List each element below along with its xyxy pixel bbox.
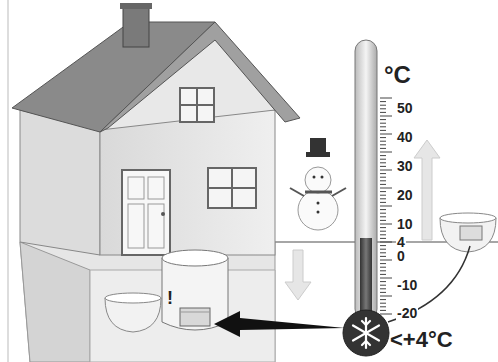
scale-tick — [380, 134, 392, 135]
scale-tick — [380, 116, 392, 117]
scale-tick — [380, 292, 386, 293]
scale-tick — [380, 260, 392, 261]
scale-tick — [380, 155, 386, 156]
scale-tick — [380, 126, 386, 127]
scale-tick — [380, 159, 386, 160]
scale-tick — [380, 130, 386, 131]
scale-tick — [380, 206, 392, 207]
scale-tick — [380, 202, 386, 203]
scale-tick — [380, 220, 386, 221]
scale-tick — [380, 141, 386, 142]
scale-tick — [380, 314, 392, 315]
scale-tick — [380, 166, 386, 167]
scale-number: 40 — [396, 130, 414, 144]
scale-tick — [380, 306, 386, 307]
scale-tick — [380, 256, 386, 257]
scale-tick — [380, 213, 386, 214]
scale-tick — [380, 242, 392, 243]
scale-tick — [380, 162, 386, 163]
scale-tick — [380, 144, 386, 145]
scale-tick — [380, 105, 386, 106]
scale-number: 0 — [396, 249, 406, 263]
scale-tick — [380, 249, 386, 250]
scale-tick — [380, 227, 386, 228]
scale-tick — [380, 148, 386, 149]
scale-tick — [380, 270, 386, 271]
scale-number: -10 — [396, 278, 418, 292]
scale-tick — [380, 180, 386, 181]
scale-tick — [380, 209, 386, 210]
scale-tick — [380, 299, 386, 300]
scale-number: -20 — [396, 306, 418, 320]
scale-tick — [380, 191, 386, 192]
scale-tick — [380, 278, 392, 279]
scale-tick — [380, 224, 392, 225]
scale-tick — [380, 152, 392, 153]
scale-tick — [380, 310, 386, 311]
scale-tick — [380, 296, 392, 297]
scale-tick — [380, 173, 386, 174]
scale-number: 4 — [396, 235, 406, 249]
scale-tick — [380, 285, 386, 286]
scale-tick — [380, 184, 386, 185]
scale-tick — [380, 303, 386, 304]
scale-tick — [380, 198, 386, 199]
scale-tick — [380, 238, 386, 239]
scale-tick — [380, 216, 386, 217]
scale-tick — [380, 245, 386, 246]
scale-tick — [380, 108, 386, 109]
scale-tick — [380, 195, 386, 196]
unit-label: °C — [384, 63, 411, 87]
scale-tick — [380, 274, 386, 275]
scale-number: 50 — [396, 101, 414, 115]
scale-tick — [380, 267, 386, 268]
scale-tick — [380, 252, 386, 253]
scale-tick — [380, 263, 386, 264]
scale-tick — [380, 288, 386, 289]
scale-tick — [380, 170, 392, 171]
scale-tick — [380, 234, 386, 235]
temperature-note: <+4°C — [390, 329, 453, 351]
scale-number: 30 — [396, 159, 414, 173]
scale-tick — [380, 231, 386, 232]
scale-tick — [380, 188, 392, 189]
scale-tick — [380, 123, 386, 124]
scale-tick — [380, 119, 386, 120]
scale-tick — [380, 101, 386, 102]
scale-tick — [380, 137, 386, 138]
scale-tick — [380, 281, 386, 282]
scale-number: 20 — [396, 188, 414, 202]
scale-tick — [380, 112, 386, 113]
scale-number: 10 — [396, 217, 414, 231]
scale-tick — [380, 98, 392, 99]
warning-mark: ! — [167, 289, 173, 307]
scale-tick — [380, 177, 386, 178]
